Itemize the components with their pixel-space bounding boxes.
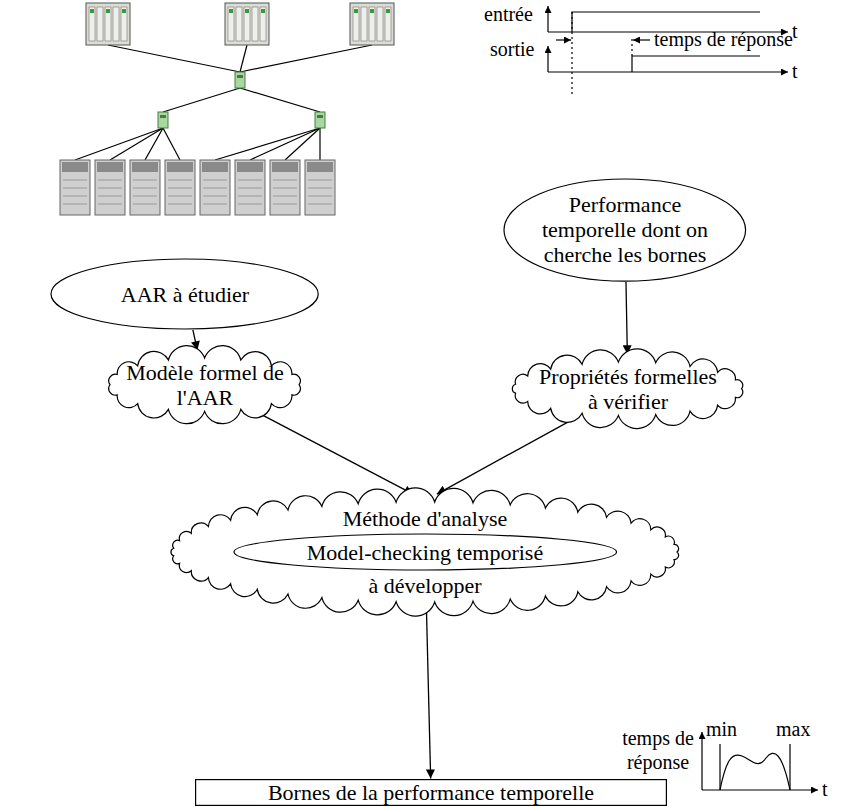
node-text: Performance temporelle dont on cherche l… (530, 192, 720, 267)
node-text: à développer (305, 573, 545, 598)
system-ellipse: AAR à étudier (50, 258, 319, 330)
timing-chart (548, 6, 788, 95)
node-text: Propriétés formelles à vérifier (533, 364, 723, 414)
node-text: Modèle formel de l'AAR (125, 360, 285, 410)
node-text: Model-checking temporisé (275, 540, 575, 565)
axis-label: t (792, 60, 798, 83)
bound-label: max (776, 718, 810, 741)
node-text: Méthode d'analyse (305, 506, 545, 531)
node-text: Bornes de la performance temporelle (201, 780, 661, 805)
plc-racks (86, 3, 394, 45)
result-box: Bornes de la performance temporelle (195, 779, 667, 806)
method-cloud: Méthode d'analyse à développer Model-check… (165, 494, 685, 610)
axis-label: t (822, 778, 828, 801)
technique-ellipse: Model-checking temporisé (233, 533, 618, 571)
response-time-chart (702, 732, 818, 790)
flow-arrow (261, 414, 413, 494)
performance-ellipse: Performance temporelle dont on cherche l… (503, 178, 747, 282)
bound-label: min (706, 718, 737, 741)
network-wires (75, 45, 372, 160)
signal-name: sortie (490, 38, 534, 61)
io-modules (60, 160, 335, 215)
annotation: temps de réponse (654, 28, 793, 51)
properties-cloud: Propriétés formelles à vérifier (506, 354, 750, 423)
flow-arrow (437, 420, 572, 494)
flow-arrow (426, 610, 430, 779)
signal-name: entrée (484, 3, 533, 26)
flow-arrow (626, 282, 627, 354)
axis-label: temps de réponse (616, 726, 700, 774)
model-cloud: Modèle formel de l'AAR (102, 350, 307, 419)
node-text: AAR à étudier (80, 282, 290, 307)
network-switches (158, 72, 325, 128)
